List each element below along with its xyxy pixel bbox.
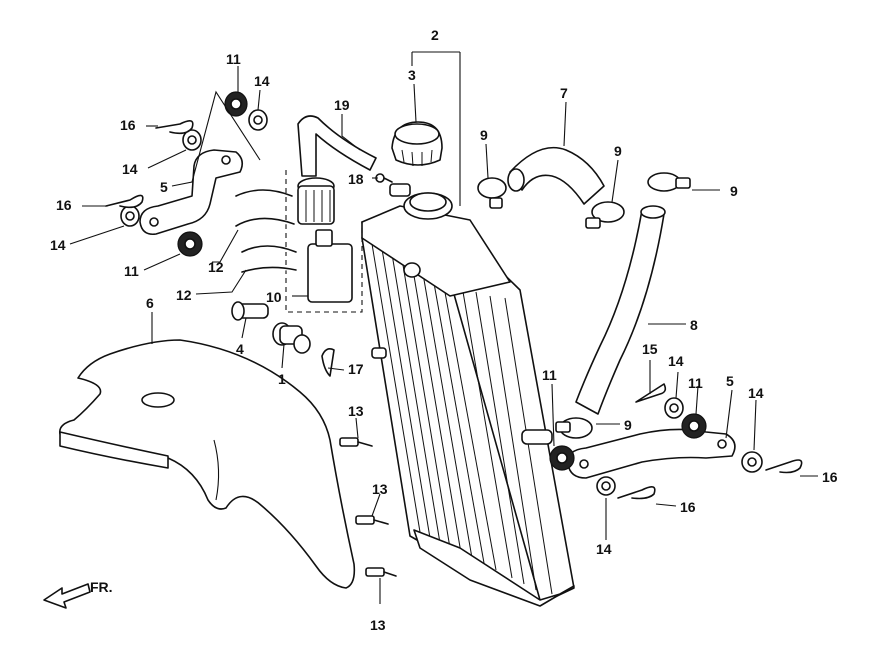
upper-hose xyxy=(507,146,605,205)
callout-11: 11 xyxy=(124,263,139,279)
callout-14: 14 xyxy=(122,161,138,177)
hose-clamp xyxy=(585,201,625,229)
clip-pin xyxy=(617,486,656,500)
callout-18: 18 xyxy=(348,171,364,187)
screw xyxy=(339,437,373,447)
callout-1: 1 xyxy=(278,371,286,387)
washer xyxy=(182,129,202,151)
grommet xyxy=(224,91,248,117)
grommet xyxy=(549,445,575,471)
callout-11: 11 xyxy=(226,51,241,67)
grommet xyxy=(177,231,203,257)
collar-pin xyxy=(231,301,269,321)
callout-16: 16 xyxy=(56,197,72,213)
callout-12: 12 xyxy=(208,259,224,275)
radiator-guard xyxy=(58,339,356,589)
callout-7: 7 xyxy=(560,85,568,101)
bracket-left xyxy=(139,149,244,236)
reserve-tank xyxy=(285,170,363,313)
washer xyxy=(248,109,268,131)
callout-12: 12 xyxy=(176,287,192,303)
callout-15: 15 xyxy=(642,341,658,357)
callout-14: 14 xyxy=(668,353,684,369)
callout-9: 9 xyxy=(480,127,488,143)
clip-pin xyxy=(155,120,194,135)
callout-14: 14 xyxy=(254,73,270,89)
hose-clamp xyxy=(555,417,593,439)
radiator-core xyxy=(361,183,575,607)
callout-5: 5 xyxy=(726,373,734,389)
tank-bands xyxy=(235,189,297,273)
hose-clamp xyxy=(647,172,691,192)
callout-13: 13 xyxy=(372,481,388,497)
callout-13: 13 xyxy=(348,403,364,419)
callout-14: 14 xyxy=(748,385,764,401)
washer xyxy=(664,397,684,419)
clip xyxy=(321,348,335,377)
radiator-fins xyxy=(371,243,553,595)
callout-labels: 2 3 11 14 19 16 14 5 16 14 11 12 12 10 6… xyxy=(50,27,838,633)
front-arrow-icon xyxy=(43,583,91,609)
grommet xyxy=(681,413,707,439)
callout-4: 4 xyxy=(236,341,244,357)
callout-19: 19 xyxy=(334,97,350,113)
radiator-cap xyxy=(391,121,443,167)
callout-17: 17 xyxy=(348,361,364,377)
clip-small xyxy=(375,173,393,183)
front-label: FR. xyxy=(90,579,113,595)
clip-pin xyxy=(765,459,803,474)
screw xyxy=(355,515,389,525)
callout-16: 16 xyxy=(822,469,838,485)
callout-13: 13 xyxy=(370,617,386,633)
overflow-hose xyxy=(297,115,377,177)
callout-5: 5 xyxy=(160,179,168,195)
callout-8: 8 xyxy=(690,317,698,333)
callout-9: 9 xyxy=(624,417,632,433)
hose-clamp xyxy=(477,177,507,209)
screw xyxy=(365,567,397,577)
clip-pin xyxy=(105,194,144,209)
callout-9: 9 xyxy=(614,143,622,159)
front-direction-indicator: FR. xyxy=(43,579,113,609)
callout-6: 6 xyxy=(146,295,154,311)
callout-3: 3 xyxy=(408,67,416,83)
washer xyxy=(120,205,140,227)
callout-9: 9 xyxy=(730,183,738,199)
callout-10: 10 xyxy=(266,289,282,305)
bracket-right xyxy=(567,428,736,479)
callout-14: 14 xyxy=(596,541,612,557)
callout-16: 16 xyxy=(120,117,136,133)
callout-2: 2 xyxy=(431,27,439,43)
leader-lines xyxy=(69,51,818,604)
callout-11: 11 xyxy=(688,375,703,391)
callout-14: 14 xyxy=(50,237,66,253)
lower-hose xyxy=(575,205,666,415)
washer xyxy=(741,451,763,473)
callout-11: 11 xyxy=(542,367,557,383)
washer xyxy=(596,476,616,496)
callout-16: 16 xyxy=(680,499,696,515)
cotter-pin xyxy=(635,383,667,403)
collar xyxy=(272,322,311,354)
